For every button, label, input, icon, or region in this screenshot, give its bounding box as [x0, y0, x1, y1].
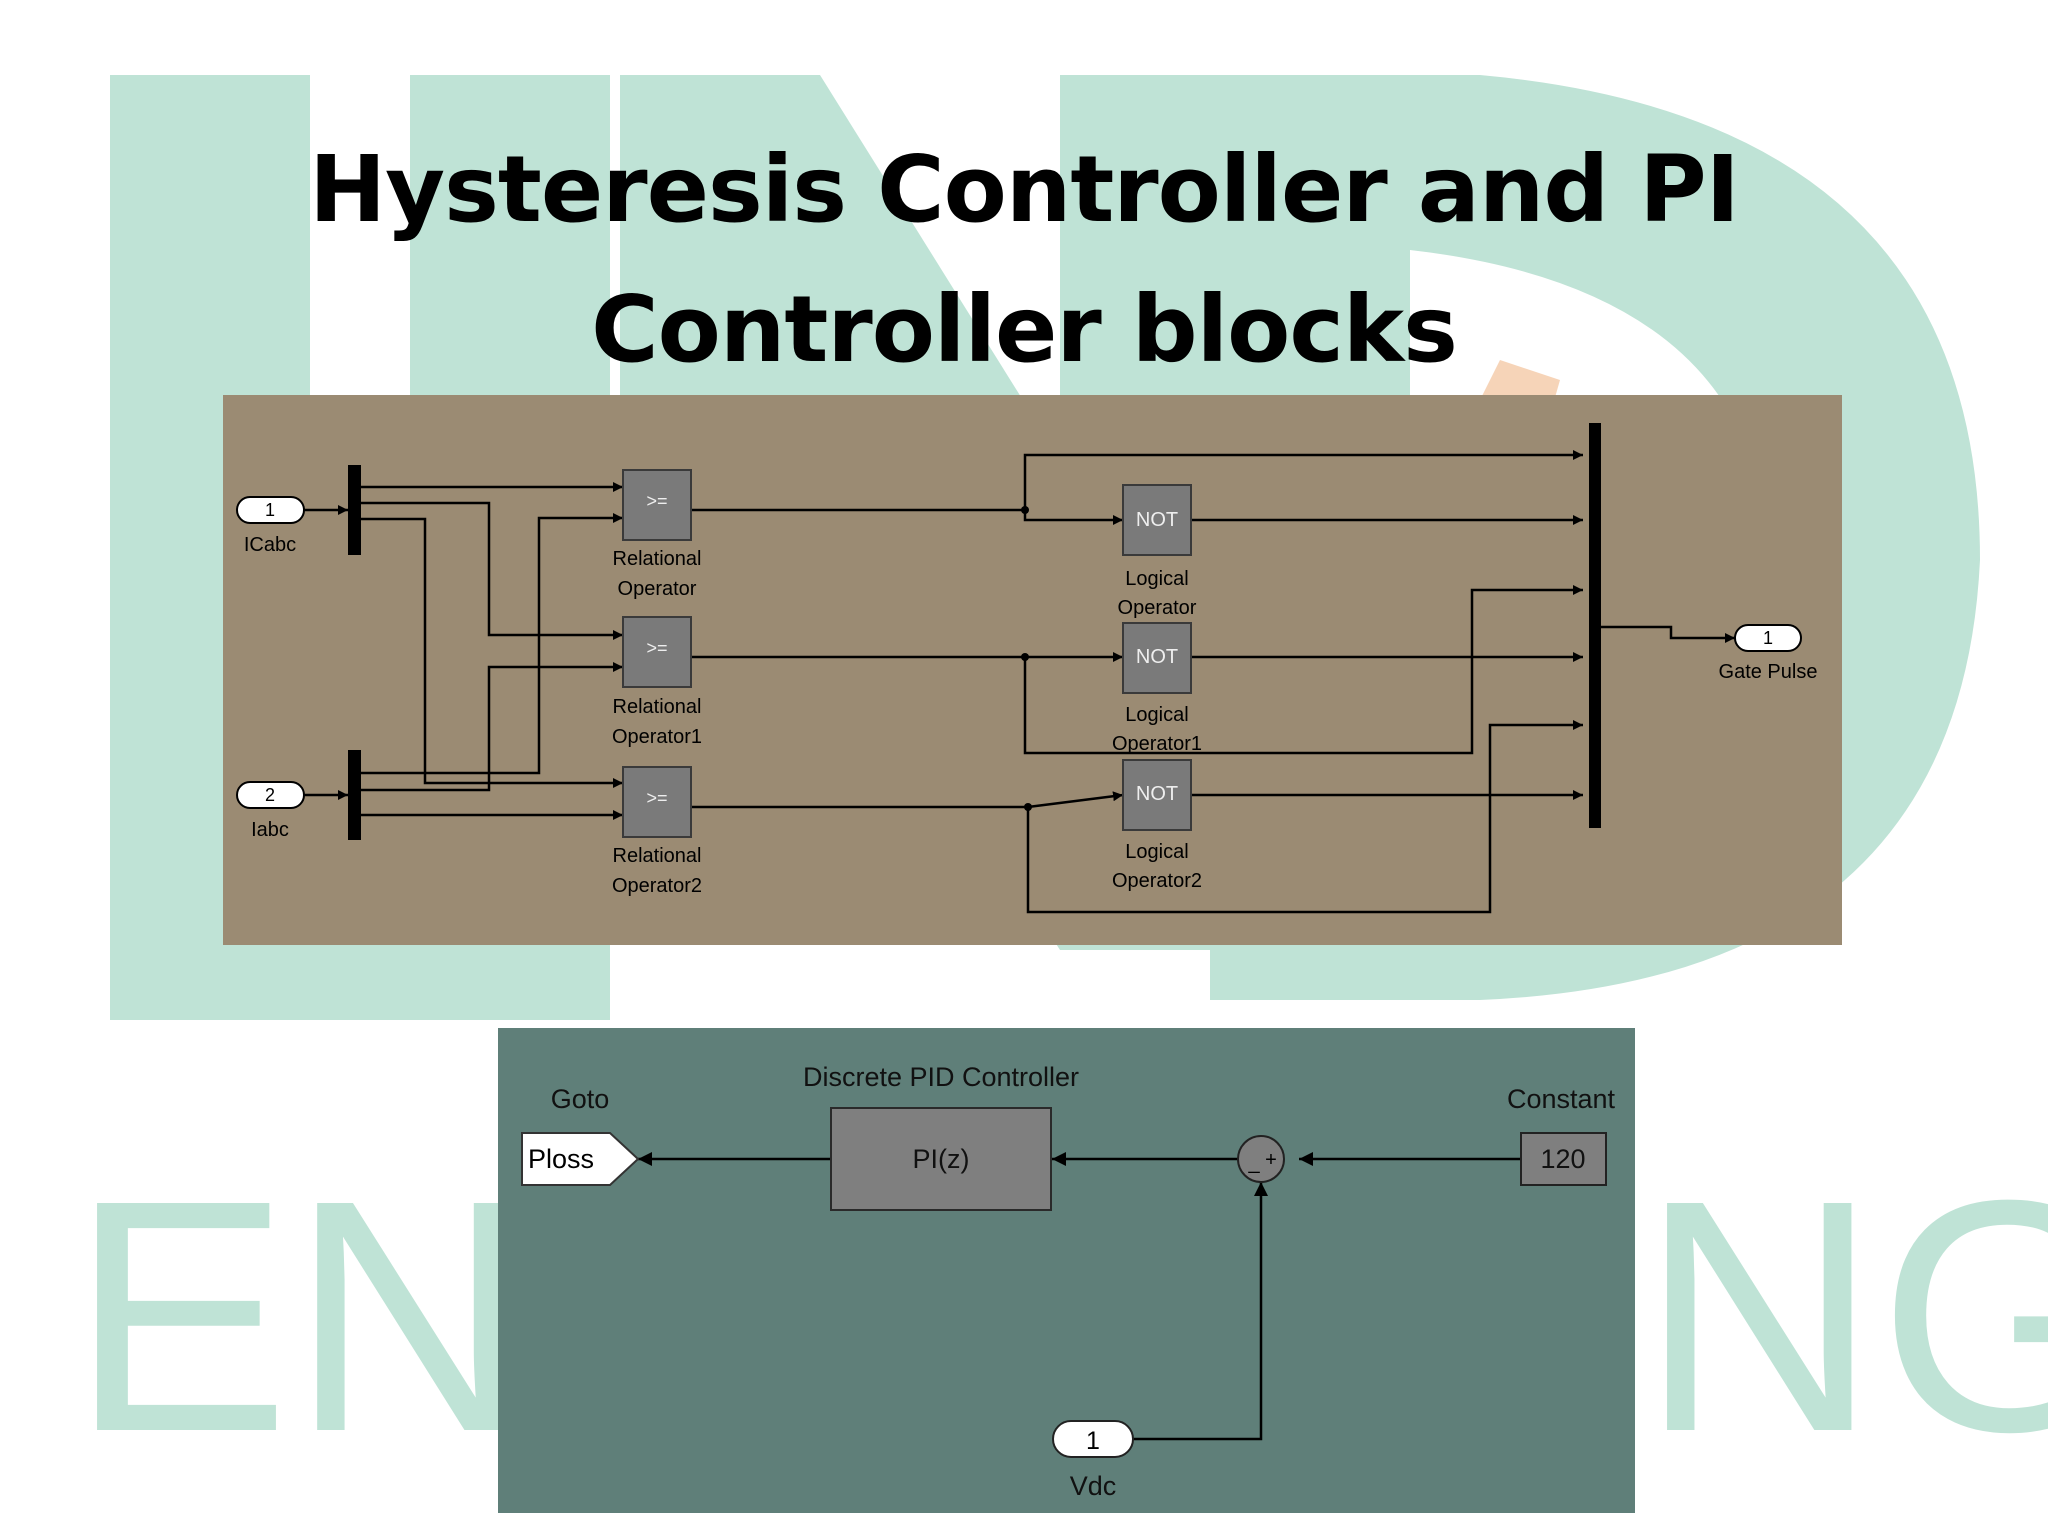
inport-vdc-number: 1 [1086, 1427, 1100, 1455]
logical-operator2-label2: Operator2 [1112, 870, 1202, 892]
relational-operator1-label1: Relational [613, 696, 702, 718]
pid-controller-block[interactable]: Discrete PID Controller PI(z) [803, 1062, 1079, 1211]
logical-operator-label1: Logical [1125, 568, 1188, 590]
constant-value: 120 [1540, 1144, 1585, 1174]
inport-iabc-number: 2 [265, 785, 275, 805]
goto-tag: Ploss [528, 1144, 594, 1174]
pid-label: Discrete PID Controller [803, 1062, 1079, 1092]
demux-iabc[interactable] [348, 750, 361, 840]
inport-icabc[interactable]: 1 ICabc [236, 496, 305, 556]
relational-operator-label1: Relational [613, 548, 702, 570]
logical-operator1-symbol: NOT [1136, 646, 1178, 668]
constant-label: Constant [1507, 1084, 1616, 1114]
outport-label: Gate Pulse [1719, 661, 1818, 683]
pi-wires [638, 1152, 1521, 1441]
logical-operator-label2: Operator [1118, 597, 1197, 619]
logical-operator2-symbol: NOT [1136, 783, 1178, 805]
outport-number: 1 [1763, 628, 1773, 648]
relational-operator-label2: Operator [618, 578, 697, 600]
demux-icabc[interactable] [348, 465, 361, 555]
logical-operator1-label2: Operator1 [1112, 733, 1202, 755]
logical-operator-symbol: NOT [1136, 509, 1178, 531]
logical-operator2[interactable]: NOT Logical Operator2 [1112, 759, 1202, 892]
relational-operator2[interactable]: >= Relational Operator2 [612, 766, 702, 897]
pi-controller-diagram: Goto Ploss Discrete PID Controller PI(z)… [498, 1028, 1635, 1513]
logical-operator1-label1: Logical [1125, 704, 1188, 726]
relational-operator-symbol: >= [646, 491, 667, 511]
hysteresis-diagram: 1 ICabc 2 Iabc >= Relational Operator >=… [223, 395, 1842, 945]
outport-gate-pulse[interactable]: 1 Gate Pulse [1719, 624, 1818, 683]
inport-icabc-number: 1 [265, 500, 275, 520]
inport-iabc-label: Iabc [251, 819, 289, 841]
inport-icabc-label: ICabc [244, 534, 296, 556]
sum-block[interactable]: _ + [1237, 1135, 1285, 1183]
slide-title-line2: Controller blocks [591, 276, 1458, 383]
slide-title-line1: Hysteresis Controller and PI [309, 136, 1740, 243]
goto-block[interactable]: Goto Ploss [521, 1084, 640, 1186]
junction-dots [1021, 506, 1032, 811]
hysteresis-wires [304, 450, 1735, 914]
inport-vdc-label: Vdc [1070, 1471, 1117, 1501]
logical-operator2-label1: Logical [1125, 841, 1188, 863]
relational-operator1[interactable]: >= Relational Operator1 [612, 616, 702, 748]
inport-iabc[interactable]: 2 Iabc [236, 781, 305, 841]
pi-canvas: Goto Ploss Discrete PID Controller PI(z)… [521, 1062, 1616, 1501]
goto-label: Goto [551, 1084, 610, 1114]
logical-operator[interactable]: NOT Logical Operator [1118, 484, 1197, 619]
sum-minus-sign: _ [1247, 1152, 1260, 1174]
mux-bar[interactable] [1589, 423, 1601, 828]
constant-block[interactable]: Constant 120 [1507, 1084, 1616, 1186]
watermark-word-right: NG [1640, 1131, 2048, 1500]
relational-operator2-symbol: >= [646, 788, 667, 808]
relational-operator[interactable]: >= Relational Operator [613, 469, 702, 600]
relational-operator2-label2: Operator2 [612, 875, 702, 897]
slide-title: Hysteresis Controller and PI Controller … [0, 120, 2048, 400]
pid-text: PI(z) [913, 1144, 970, 1174]
inport-vdc[interactable]: 1 Vdc [1052, 1420, 1134, 1501]
relational-operator1-symbol: >= [646, 638, 667, 658]
relational-operator1-label2: Operator1 [612, 726, 702, 748]
logical-operator1[interactable]: NOT Logical Operator1 [1112, 622, 1202, 755]
sum-plus-sign: + [1265, 1149, 1277, 1171]
relational-operator2-label1: Relational [613, 845, 702, 867]
hysteresis-canvas: 1 ICabc 2 Iabc >= Relational Operator >=… [236, 423, 1818, 914]
